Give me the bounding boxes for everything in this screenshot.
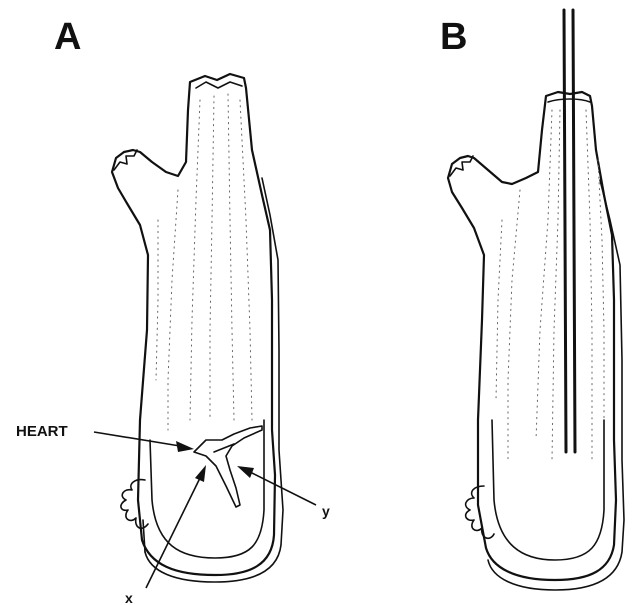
- panel-a-stripe: [156, 220, 158, 380]
- x-label: x: [125, 590, 133, 605]
- y-label: y: [322, 503, 330, 519]
- panel-a-label: A: [54, 16, 81, 58]
- panel-a-branch-tip: [114, 150, 137, 170]
- panel-a-stripe: [168, 190, 178, 430]
- panel-b-label: B: [440, 16, 467, 58]
- heart-arrow: [94, 432, 180, 446]
- heart-arrow-head: [176, 441, 194, 452]
- heart-structure: [194, 426, 262, 507]
- panel-b-stripe: [508, 190, 520, 460]
- panel-b-mouth-rim: [548, 99, 590, 102]
- panel-b: B: [440, 10, 624, 590]
- heart-label: HEART: [16, 423, 68, 440]
- panel-a-stolons: [121, 480, 148, 529]
- panel-b-stripe: [552, 110, 560, 460]
- panel-a-tube-body: [112, 74, 275, 575]
- cannula: [564, 10, 575, 452]
- panel-b-stripe: [496, 220, 502, 400]
- x-arrow-head: [195, 465, 206, 482]
- panel-b-stripe: [598, 160, 604, 420]
- panel-a-stripe: [240, 100, 252, 420]
- panel-b-basal-chamber: [492, 420, 604, 560]
- panel-b-membrane-right: [488, 180, 624, 590]
- panel-a-mouth-rim: [196, 82, 242, 88]
- panel-b-tube-body: [448, 92, 616, 580]
- panel-b-stripe: [586, 110, 592, 460]
- panel-a-stripe: [228, 94, 234, 420]
- panel-a-membrane-left: [143, 520, 145, 552]
- panel-b-branch-tip: [450, 156, 473, 176]
- y-arrow-head: [237, 466, 254, 478]
- x-arrow: [146, 478, 200, 588]
- panel-a: A HEART x y: [16, 16, 330, 605]
- panel-a-stripe: [190, 100, 200, 420]
- panel-a-stripe: [210, 96, 214, 420]
